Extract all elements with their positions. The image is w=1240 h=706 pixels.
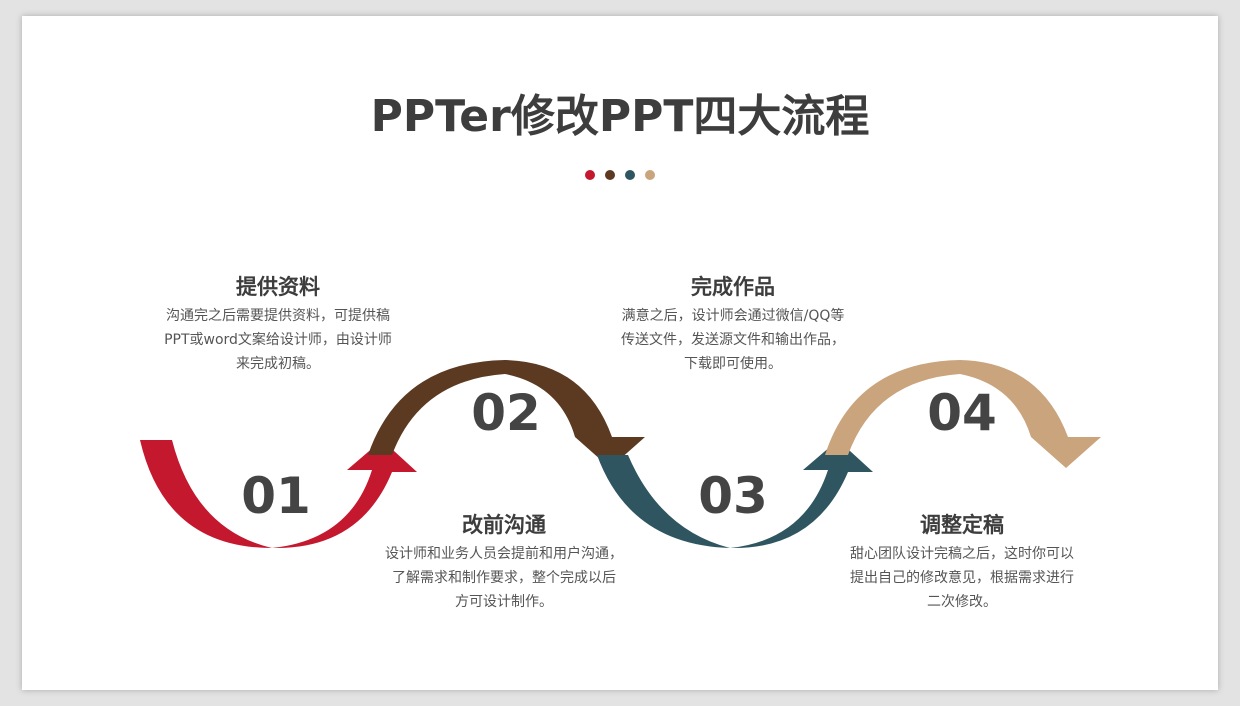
page-title: PPTer修改PPT四大流程 — [370, 91, 870, 142]
step-heading-3: 完成作品 — [691, 275, 775, 299]
step-3-line-3: 下载即可使用。 — [684, 356, 782, 372]
step-description-4: 甜心团队设计完稿之后，这时你可以 提出自己的修改意见，根据需求进行 二次修改。 — [832, 542, 1092, 614]
arrow-step-3 — [597, 440, 873, 549]
step-4-line-2: 提出自己的修改意见，根据需求进行 — [850, 570, 1074, 586]
dot-teal — [625, 170, 635, 180]
step-number-1: 01 — [241, 467, 311, 525]
step-1-line-3: 来完成初稿。 — [236, 356, 320, 372]
arrow-step-4 — [825, 360, 1101, 468]
step-number-3: 03 — [698, 467, 768, 525]
step-description-3: 满意之后，设计师会通过微信/QQ等 传送文件，发送源文件和输出作品， 下载即可使… — [603, 304, 863, 376]
step-description-2: 设计师和业务人员会提前和用户沟通， 了解需求和制作要求，整个完成以后 方可设计制… — [374, 542, 634, 614]
step-description-1: 沟通完之后需要提供资料，可提供稿 PPT或word文案给设计师，由设计师 来完成… — [148, 304, 408, 376]
arrow-step-2 — [368, 360, 645, 468]
step-1-line-1: 沟通完之后需要提供资料，可提供稿 — [166, 308, 390, 324]
step-2-line-2: 了解需求和制作要求，整个完成以后 — [392, 570, 616, 586]
step-2-line-1: 设计师和业务人员会提前和用户沟通， — [385, 546, 623, 562]
step-1-line-2: PPT或word文案给设计师，由设计师 — [164, 332, 392, 348]
arrow-step-1 — [140, 440, 417, 549]
step-heading-1: 提供资料 — [236, 275, 320, 299]
step-card-2: 改前沟通 设计师和业务人员会提前和用户沟通， 了解需求和制作要求，整个完成以后 … — [374, 510, 634, 614]
title-dots — [0, 165, 1240, 180]
step-number-4: 04 — [927, 384, 997, 442]
dot-red — [585, 170, 595, 180]
slide-canvas — [22, 16, 1218, 690]
step-3-line-2: 传送文件，发送源文件和输出作品， — [621, 332, 845, 348]
step-heading-2: 改前沟通 — [462, 513, 546, 537]
step-4-line-3: 二次修改。 — [927, 594, 997, 610]
step-number-2: 02 — [471, 384, 541, 442]
dot-tan — [645, 170, 655, 180]
step-4-line-1: 甜心团队设计完稿之后，这时你可以 — [850, 546, 1074, 562]
step-3-line-1: 满意之后，设计师会通过微信/QQ等 — [621, 308, 845, 324]
step-card-3: 完成作品 满意之后，设计师会通过微信/QQ等 传送文件，发送源文件和输出作品， … — [603, 272, 863, 376]
dot-brown — [605, 170, 615, 180]
step-heading-4: 调整定稿 — [920, 513, 1004, 537]
step-card-4: 调整定稿 甜心团队设计完稿之后，这时你可以 提出自己的修改意见，根据需求进行 二… — [832, 510, 1092, 614]
step-card-1: 提供资料 沟通完之后需要提供资料，可提供稿 PPT或word文案给设计师，由设计… — [148, 272, 408, 376]
step-2-line-3: 方可设计制作。 — [455, 594, 553, 610]
